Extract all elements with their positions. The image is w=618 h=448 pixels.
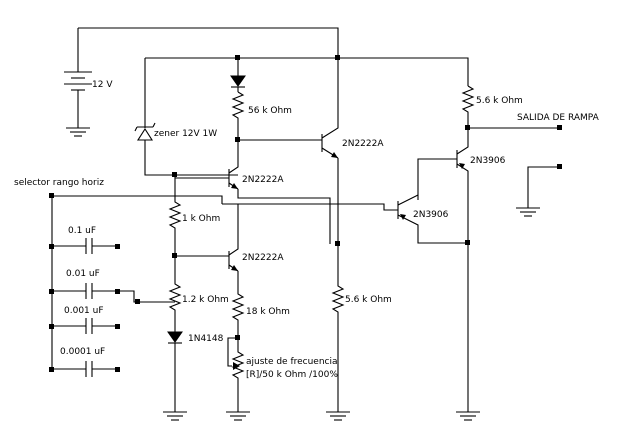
pot-label-1: ajuste de frecuencia	[246, 357, 338, 367]
resistor-18k	[231, 271, 245, 338]
top-wire	[78, 27, 339, 58]
zener-label: zener 12V 1W	[154, 129, 217, 139]
output-label: SALIDA DE RAMPA	[517, 113, 600, 123]
battery-symbol	[64, 28, 92, 137]
top-diode	[230, 58, 246, 92]
resistor-5-6k-right	[461, 85, 560, 129]
resistor-56k-label: 56 k Ohm	[248, 106, 292, 116]
transistor-q3	[228, 203, 240, 272]
junction	[49, 193, 54, 198]
transistor-q4	[417, 128, 469, 412]
transistor-q5	[397, 194, 468, 244]
capacitor-0-1uf-label: 0.1 uF	[68, 226, 96, 236]
positive-rail	[145, 57, 469, 86]
capacitor-0-01uf-label: 0.01 uF	[66, 269, 100, 279]
resistor-5-6k-mid	[331, 244, 345, 412]
ramp-node-wire	[222, 203, 398, 211]
transistor-q1	[321, 58, 339, 159]
capacitor-0-001uf-label: 0.001 uF	[64, 306, 104, 316]
q2-label: 2N2222A	[242, 175, 284, 185]
capacitor-0-001uf	[49, 318, 120, 334]
potentiometer	[226, 337, 250, 421]
resistor-56k	[231, 91, 245, 140]
q2-emitter-wire	[237, 189, 331, 244]
resistor-5-6k-mid-label: 5.6 k Ohm	[345, 295, 392, 305]
junction-dots	[172, 55, 470, 340]
q4-label: 2N3906	[470, 156, 506, 166]
capacitor-0-0001uf	[49, 361, 120, 377]
q3-label: 2N2222A	[242, 253, 284, 263]
battery-label: 12 V	[92, 80, 113, 90]
q5-label: 2N3906	[413, 210, 449, 220]
q1-label: 2N2222A	[342, 139, 384, 149]
resistor-18k-label: 18 k Ohm	[246, 307, 290, 317]
output-terminal	[557, 125, 562, 130]
capacitor-0-0001uf-label: 0.0001 uF	[60, 347, 105, 357]
selector-label: selector rango horiz	[14, 178, 104, 188]
ramp-node-link	[175, 195, 223, 204]
resistor-5-6k-right-label: 5.6 k Ohm	[476, 96, 523, 106]
resistor-1k	[168, 178, 182, 256]
diode-1n4148	[163, 331, 187, 421]
resistor-1-2k	[168, 256, 182, 332]
resistor-1k-label: 1 k Ohm	[182, 214, 220, 224]
transistor-q2	[228, 140, 239, 190]
selector-switch-pivot	[135, 299, 140, 304]
ground-terminal	[557, 164, 562, 169]
capacitor-0-01uf	[49, 283, 120, 299]
ground-right	[456, 411, 480, 421]
zener-diode	[134, 58, 238, 176]
diode-1n4148-label: 1N4148	[188, 334, 224, 344]
resistor-1-2k-label: 1.2 k Ohm	[182, 295, 229, 305]
pot-label-2: [R]/50 k Ohm /100%	[246, 370, 338, 380]
ground-output	[516, 166, 560, 217]
ground-mid	[326, 411, 350, 421]
selector-switch-arm	[117, 290, 175, 303]
capacitor-0-1uf	[49, 238, 120, 254]
